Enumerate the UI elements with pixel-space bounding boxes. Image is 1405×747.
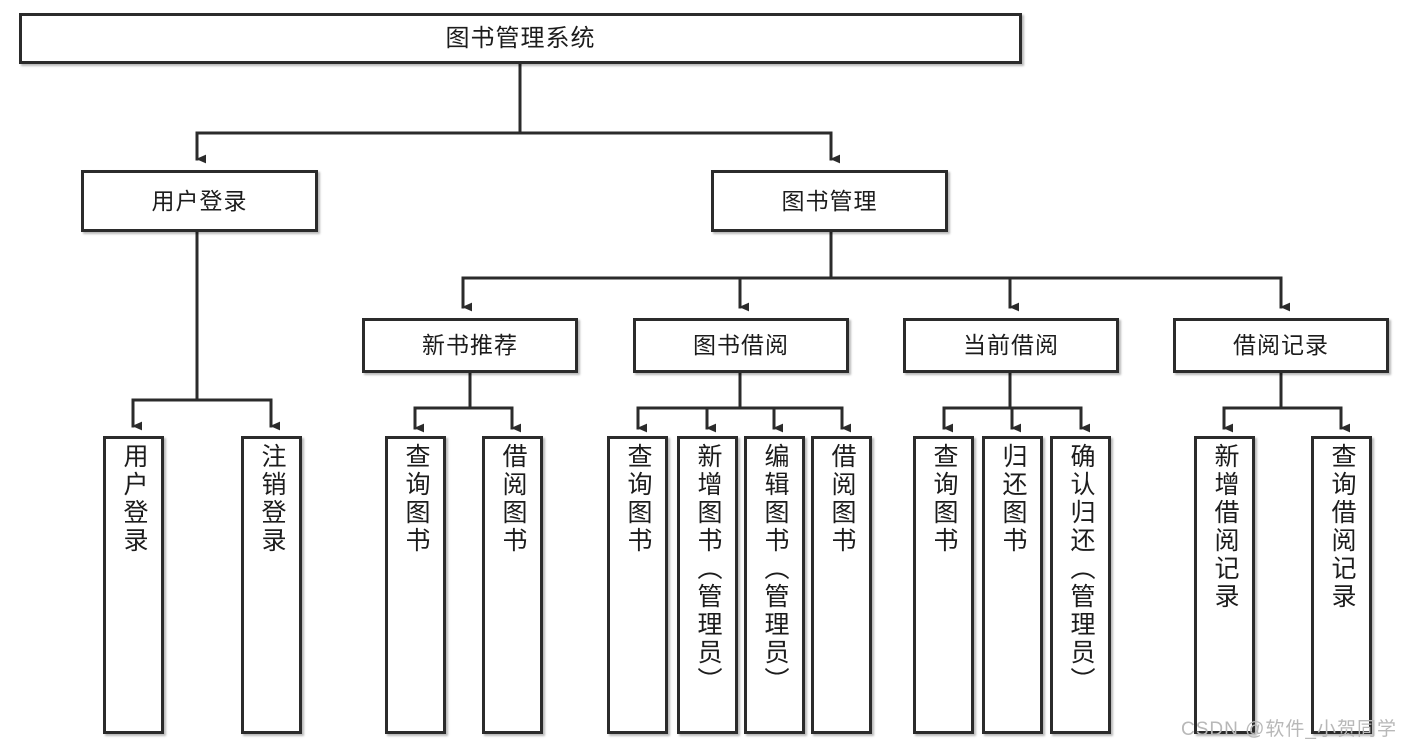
- leaf-book-borrow-query-book[interactable]: 查询图书: [607, 436, 668, 734]
- node-root-book-management-system[interactable]: 图书管理系统: [19, 13, 1022, 64]
- leaf-new-book-borrow-book[interactable]: 借阅图书: [482, 436, 543, 734]
- leaf-user-login-login[interactable]: 用户登录: [103, 436, 164, 734]
- leaf-current-borrow-return-book[interactable]: 归还图书: [982, 436, 1043, 734]
- leaf-label: 新增借阅记录: [1211, 443, 1239, 611]
- node-user-login[interactable]: 用户登录: [81, 170, 318, 232]
- leaf-current-borrow-query-book[interactable]: 查询图书: [913, 436, 974, 734]
- leaf-label: 确认归还（管理员）: [1067, 443, 1095, 695]
- leaf-label: 用户登录: [120, 443, 148, 555]
- leaf-user-login-logout[interactable]: 注销登录: [241, 436, 302, 734]
- leaf-new-book-query-book[interactable]: 查询图书: [385, 436, 446, 734]
- leaf-label: 注销登录: [258, 443, 286, 555]
- leaf-label: 查询图书: [624, 443, 652, 555]
- node-label: 当前借阅: [963, 332, 1059, 359]
- leaf-book-borrow-borrow-book[interactable]: 借阅图书: [811, 436, 872, 734]
- leaf-current-borrow-confirm-return-admin[interactable]: 确认归还（管理员）: [1050, 436, 1111, 734]
- leaf-label: 新增图书（管理员）: [694, 443, 722, 695]
- leaf-label: 查询图书: [402, 443, 430, 555]
- node-label: 借阅记录: [1233, 332, 1329, 359]
- leaf-book-borrow-edit-book-admin[interactable]: 编辑图书（管理员）: [744, 436, 805, 734]
- node-label: 图书管理系统: [445, 24, 596, 52]
- leaf-book-borrow-add-book-admin[interactable]: 新增图书（管理员）: [677, 436, 738, 734]
- node-book-borrow[interactable]: 图书借阅: [633, 318, 849, 373]
- leaf-label: 查询图书: [930, 443, 958, 555]
- node-book-management[interactable]: 图书管理: [711, 170, 948, 232]
- leaf-label: 借阅图书: [499, 443, 527, 555]
- node-label: 图书管理: [781, 187, 878, 214]
- node-borrow-record[interactable]: 借阅记录: [1173, 318, 1389, 373]
- node-current-borrow[interactable]: 当前借阅: [903, 318, 1119, 373]
- node-label: 图书借阅: [693, 332, 789, 359]
- leaf-borrow-record-add-record[interactable]: 新增借阅记录: [1194, 436, 1255, 734]
- leaf-label: 编辑图书（管理员）: [761, 443, 789, 695]
- node-label: 用户登录: [151, 187, 248, 214]
- watermark-csdn: CSDN @软件_小贺同学: [1181, 719, 1397, 740]
- leaf-label: 借阅图书: [828, 443, 856, 555]
- node-label: 新书推荐: [422, 332, 518, 359]
- node-new-book-recommend[interactable]: 新书推荐: [362, 318, 578, 373]
- leaf-borrow-record-query-record[interactable]: 查询借阅记录: [1311, 436, 1372, 734]
- leaf-label: 归还图书: [999, 443, 1027, 555]
- leaf-label: 查询借阅记录: [1328, 443, 1356, 611]
